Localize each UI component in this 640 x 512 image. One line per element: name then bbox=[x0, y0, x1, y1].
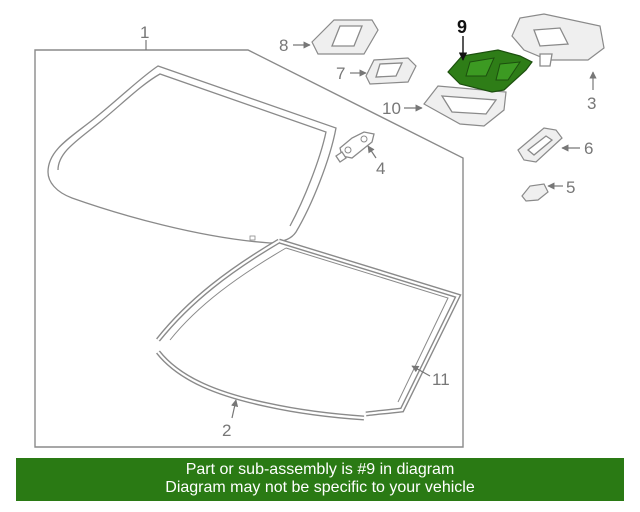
part-4-bracket bbox=[335, 131, 375, 163]
part-10-housing bbox=[423, 85, 507, 127]
part-3-mirror bbox=[511, 13, 605, 67]
part-8-cover bbox=[311, 19, 379, 55]
windshield-group-panel bbox=[34, 49, 464, 448]
callout-10: 10 bbox=[382, 99, 401, 118]
callout-1: 1 bbox=[140, 23, 149, 42]
part-9-cover-highlighted bbox=[447, 49, 533, 93]
callout-5: 5 bbox=[566, 178, 575, 197]
part-5-clip bbox=[521, 183, 549, 202]
callout-11: 11 bbox=[432, 370, 450, 389]
footer-banner bbox=[16, 458, 624, 501]
callout-7: 7 bbox=[336, 64, 345, 83]
leader-lines bbox=[145, 36, 597, 419]
footer-note: Part or sub-assembly is #9 in diagram Di… bbox=[16, 458, 624, 501]
callout-8: 8 bbox=[279, 36, 288, 55]
windshield-glass bbox=[47, 65, 337, 244]
callout-2: 2 bbox=[222, 421, 231, 440]
footer-line-2: Diagram may not be specific to your vehi… bbox=[165, 479, 475, 496]
callout-9: 9 bbox=[457, 17, 467, 37]
windshield-molding bbox=[156, 238, 462, 421]
part-7-cover bbox=[365, 57, 417, 85]
callout-6: 6 bbox=[584, 139, 593, 158]
callout-3: 3 bbox=[587, 94, 596, 113]
part-6-sensor bbox=[517, 127, 563, 163]
footer-line-1: Part or sub-assembly is #9 in diagram bbox=[185, 461, 455, 478]
callout-4: 4 bbox=[376, 159, 385, 178]
